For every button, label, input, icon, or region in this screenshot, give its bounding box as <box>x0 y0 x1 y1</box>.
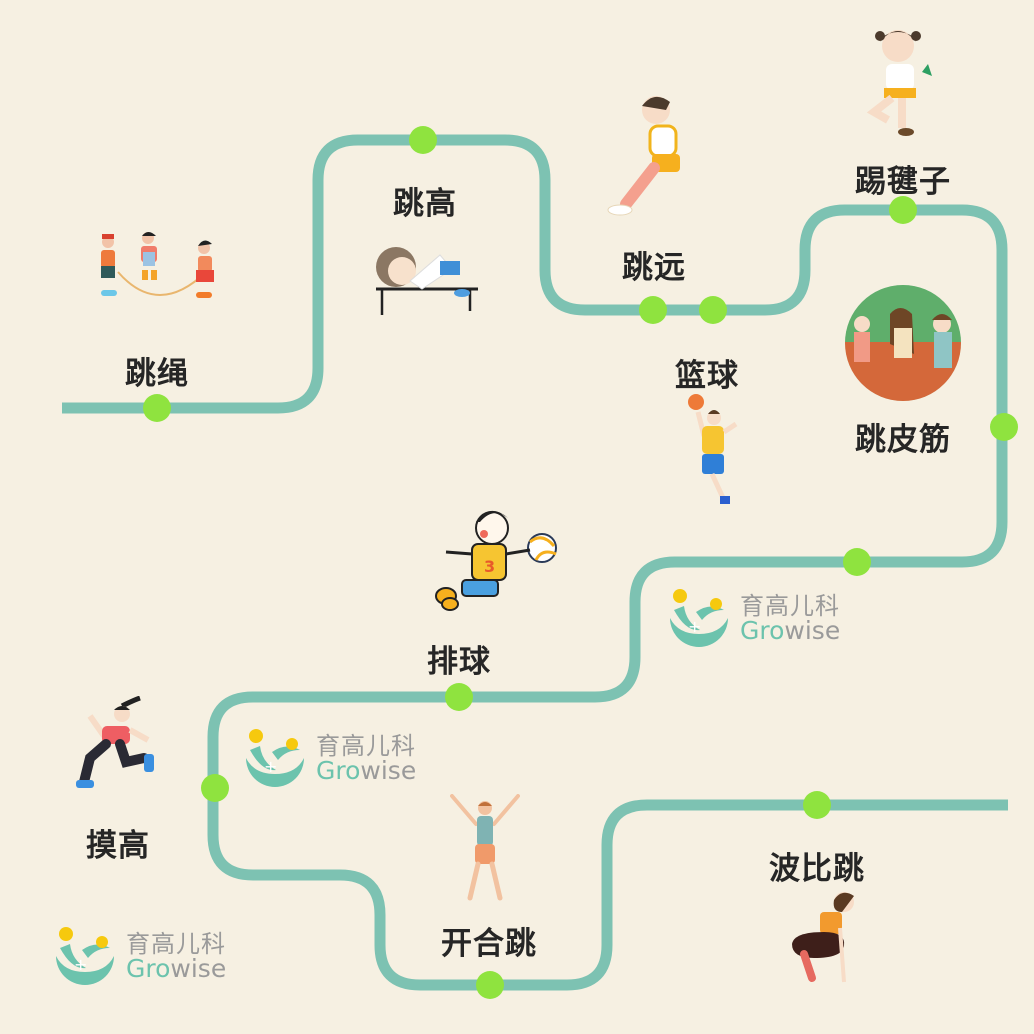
growise-logo-icon: + <box>56 927 114 985</box>
milestone-dot-long-jump <box>639 296 667 324</box>
activity-label-volleyball: 排球 <box>427 644 491 680</box>
jumping-jacks-icon <box>450 794 520 901</box>
milestone-dot-basketball <box>699 296 727 324</box>
activity-label-jump-rope: 跳绳 <box>125 356 189 392</box>
activity-label-basketball: 篮球 <box>675 358 739 394</box>
watermark-brand-en: Growise <box>316 755 417 785</box>
touch-high-icon <box>76 696 154 788</box>
svg-text:+: + <box>264 757 277 776</box>
svg-text:+: + <box>74 955 87 974</box>
jump-rope-kids-icon <box>101 232 214 298</box>
milestone-dot-jump-rope <box>143 394 171 422</box>
watermark-brand-cn: 育高儿科 <box>316 731 416 760</box>
activity-label-shuttlecock: 踢毽子 <box>855 164 951 200</box>
burpee-icon <box>792 892 854 983</box>
long-jump-icon <box>607 96 680 216</box>
milestone-dot-volleyball <box>445 683 473 711</box>
shuttlecock-kick-icon <box>866 30 932 136</box>
rubber-band-jump-icon <box>845 285 961 401</box>
watermark-logo: + 育高儿科 Growise <box>52 926 226 986</box>
growise-logo-icon: + <box>246 729 304 787</box>
milestone-dot-rubber-band <box>990 413 1018 441</box>
activity-label-touch-high: 摸高 <box>86 828 150 864</box>
watermark-logo: + 育高儿科 Growise <box>666 588 840 648</box>
milestone-dot-shuttlecock <box>889 196 917 224</box>
basketball-player-icon <box>688 394 738 504</box>
milestone-dot-turn <box>843 548 871 576</box>
svg-text:3: 3 <box>484 557 495 576</box>
watermark-brand-cn: 育高儿科 <box>740 591 840 620</box>
milestone-dot-touch-high <box>201 774 229 802</box>
activity-label-rubber-band: 跳皮筋 <box>855 422 951 458</box>
growise-logo-icon: + <box>670 589 728 647</box>
watermark-logo: + 育高儿科 Growise <box>242 728 416 788</box>
milestone-dot-burpee <box>803 791 831 819</box>
watermark-brand-cn: 育高儿科 <box>126 929 226 958</box>
watermark-brand-en: Growise <box>740 615 841 645</box>
high-jump-icon <box>376 247 478 315</box>
watermark-brand-en: Growise <box>126 953 227 983</box>
activity-label-jumping-jacks: 开合跳 <box>441 926 537 962</box>
svg-text:+: + <box>688 617 701 636</box>
volleyball-player-icon: 3 <box>435 510 557 611</box>
milestone-dot-jumping-jacks <box>476 971 504 999</box>
milestone-dot-high-jump <box>409 126 437 154</box>
activity-label-long-jump: 跳远 <box>622 250 686 286</box>
activity-label-burpee: 波比跳 <box>769 851 865 887</box>
activity-label-high-jump: 跳高 <box>393 186 457 222</box>
